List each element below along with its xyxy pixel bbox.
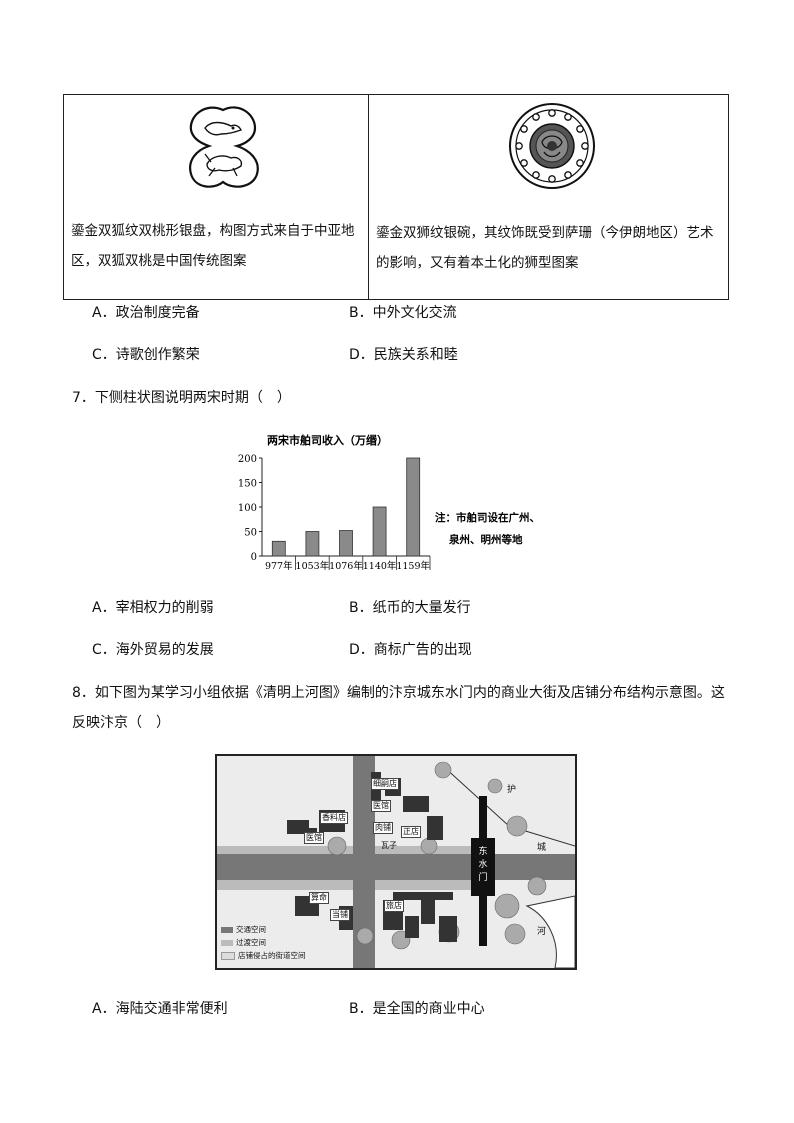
legend-transition: 过渡空间 (236, 938, 266, 947)
shop-label-10: 旅店 (384, 900, 404, 912)
legend-swatch-occupied (221, 951, 235, 960)
chart-title: 两宋市舶司收入（万缗） (267, 433, 388, 447)
q8-option-b[interactable]: B．是全国的商业中心 (349, 1001, 485, 1017)
gate-label: 东水门 (478, 847, 488, 883)
q6-option-d[interactable]: D．民族关系和睦 (349, 347, 458, 363)
right-artifact-description: 鎏金双狮纹银碗，其纹饰既受到萨珊（今伊朗地区）艺术的影响，又有着本土化的狮型图案 (376, 225, 714, 271)
legend-traffic: 交通空间 (236, 925, 266, 934)
shop-label-3: 香料店 (320, 812, 348, 824)
double-lion-silver-bowl-icon (509, 103, 595, 189)
bar-4 (406, 457, 421, 557)
q7-option-b[interactable]: B．纸币的大量发行 (349, 600, 471, 616)
shop-label-5: 肉铺 (373, 822, 393, 834)
bar-2 (339, 530, 353, 557)
chart-note-line2: 泉州、明州等地 (448, 533, 523, 546)
q6-option-a[interactable]: A．政治制度完备 (92, 305, 200, 321)
shop-label-1: 细嗣店 (371, 778, 399, 790)
north-south-street (353, 756, 375, 968)
q8-question-line1: 8．如下图为某学习小组依据《清明上河图》编制的汴京城东水门内的商业大街及店铺分布… (72, 685, 725, 701)
left-artifact-description: 鎏金双狐纹双桃形银盘，构图方式来自于中亚地区，双狐双桃是中国传统图案 (71, 223, 355, 269)
y-tick-label-2: 100 (238, 503, 257, 514)
y-tick-label-3: 150 (238, 479, 257, 490)
y-tick-label-4: 200 (238, 454, 257, 465)
table-divider (368, 94, 369, 300)
x-label-0: 977年 (265, 560, 293, 572)
x-label-3: 1140年 (363, 560, 397, 572)
map-legend: 交通空间 过渡空间 店铺侵占的街道空间 (221, 924, 306, 961)
legend-swatch-traffic (221, 926, 233, 933)
bianjing-street-map: 细嗣店 医馆 香料店 医馆 肉铺 正店 瓦子 算命 当铺 旅店 东水门 护 城 … (215, 754, 577, 970)
q7-question: 7．下侧柱状图说明两宋时期（ ） (72, 390, 291, 406)
x-label-2: 1076年 (329, 560, 363, 572)
y-tick-label-1: 50 (244, 528, 257, 539)
shop-label-6: 正店 (401, 826, 421, 838)
shop-label-8: 算命 (309, 892, 329, 904)
bar-0 (271, 540, 286, 557)
x-label-4: 1159年 (396, 560, 430, 572)
river-label: 河 (537, 927, 547, 937)
q6-option-b[interactable]: B．中外文化交流 (349, 305, 457, 321)
q8-option-a[interactable]: A．海陆交通非常便利 (92, 1001, 228, 1017)
shop-label-4: 医馆 (304, 832, 324, 844)
bar-1 (305, 531, 320, 557)
q7-option-d[interactable]: D．商标广告的出现 (349, 642, 472, 658)
moat-label: 护 (507, 785, 517, 795)
q6-option-c[interactable]: C．诗歌创作繁荣 (92, 347, 200, 363)
y-tick-label-0: 0 (251, 552, 257, 563)
chart-note-line1: 注：市舶司设在广州、 (435, 511, 540, 524)
q7-option-c[interactable]: C．海外贸易的发展 (92, 642, 214, 658)
x-label-1: 1053年 (296, 560, 330, 572)
shop-label-9: 当铺 (330, 909, 350, 921)
east-west-street (217, 854, 575, 880)
artifact-table (63, 94, 729, 300)
q8-question-line2: 反映汴京（ ） (72, 715, 170, 731)
legend-swatch-transition (221, 939, 233, 946)
shop-label-2: 医馆 (371, 800, 391, 812)
bar-3 (372, 506, 387, 557)
wall-label: 城 (537, 843, 547, 853)
legend-occupied: 店铺侵占的街道空间 (238, 951, 306, 960)
shop-label-7: 瓦子 (381, 841, 397, 850)
double-fox-peach-plate-icon (189, 106, 259, 188)
q7-option-a[interactable]: A．宰相权力的削弱 (92, 600, 214, 616)
